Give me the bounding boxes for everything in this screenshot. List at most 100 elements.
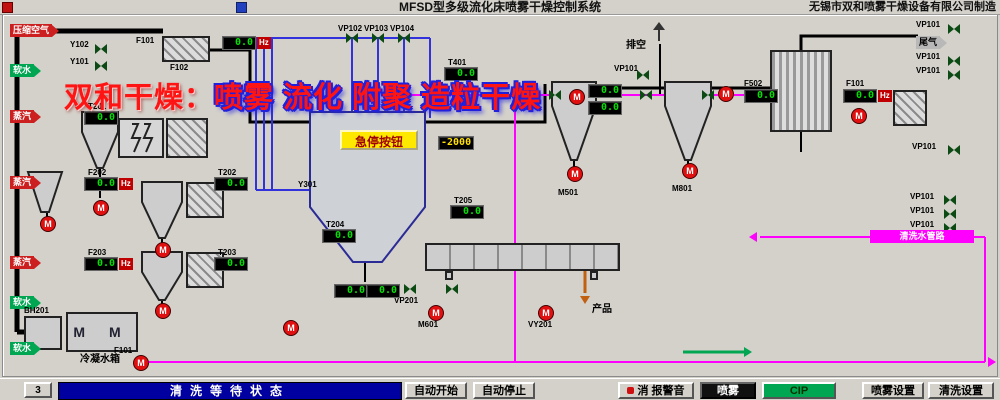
filter-1 <box>166 118 208 158</box>
tag-冷凝水箱: 冷凝水箱 <box>80 354 120 365</box>
pump[interactable]: M <box>428 305 444 321</box>
title-bar: MFSD型多级流化床喷雾干燥控制系统 无锡市双和喷雾干燥设备有限公司制造 <box>0 0 1000 15</box>
pipe <box>210 48 312 124</box>
feed-arrow-压缩空气: 压缩空气 <box>10 24 60 37</box>
view-icon <box>236 2 247 13</box>
valve-left-triangle <box>549 90 555 100</box>
valve[interactable] <box>346 33 358 43</box>
tag-Y301: Y301 <box>298 180 317 189</box>
tag-VP201: VP201 <box>394 296 419 305</box>
valve[interactable] <box>944 209 956 219</box>
valve[interactable] <box>398 33 410 43</box>
valve[interactable] <box>948 56 960 66</box>
valve-right-triangle <box>101 44 107 54</box>
tag-F102: F102 <box>170 63 189 72</box>
valve-right-triangle <box>950 195 956 205</box>
display-unit: Hz <box>257 37 271 49</box>
condensate-tank: M M <box>66 312 138 352</box>
feed-arrow-label: 蒸汽 <box>10 110 35 123</box>
tag-VP101: VP101 <box>916 20 941 29</box>
tag-VP101: VP101 <box>910 192 935 201</box>
tag-VP101: VP101 <box>916 66 941 75</box>
pump[interactable]: M <box>155 303 171 319</box>
valve[interactable] <box>372 33 384 43</box>
pump[interactable]: M <box>283 320 299 336</box>
tag-T401: T401 <box>448 58 467 67</box>
air-filter <box>162 36 210 62</box>
pump[interactable]: M <box>538 305 554 321</box>
tag-VP102: VP102 <box>338 24 363 33</box>
valve[interactable] <box>549 90 561 100</box>
emergency-stop-button[interactable]: 急停按钮 <box>340 130 418 150</box>
valve[interactable] <box>446 284 458 294</box>
cyclone-2 <box>141 181 183 239</box>
button-auto-stop[interactable]: 自动停止 <box>473 382 535 399</box>
flow-arrowhead <box>988 357 996 367</box>
valve[interactable] <box>948 70 960 80</box>
button-auto-start[interactable]: 自动开始 <box>405 382 467 399</box>
pump[interactable]: M <box>40 216 56 232</box>
value-display-T401: 0.0 <box>444 67 478 81</box>
fb-leg-2 <box>590 271 598 280</box>
valve-right-triangle <box>410 284 416 294</box>
valve[interactable] <box>637 70 649 80</box>
valve-right-triangle <box>954 56 960 66</box>
bag-filter <box>893 90 927 126</box>
valve[interactable] <box>948 145 960 155</box>
tag-Y102: Y102 <box>70 40 89 49</box>
pump[interactable]: M <box>718 86 734 102</box>
tag-BH201: BH201 <box>24 306 49 315</box>
pump[interactable]: M <box>567 166 583 182</box>
valve-right-triangle <box>950 209 956 219</box>
display-value: 0.0 <box>84 177 118 191</box>
mini-button[interactable]: 3 <box>24 382 52 398</box>
display-value: 0.0 <box>588 101 622 115</box>
tag-产品: 产品 <box>592 304 612 315</box>
arrow-right-icon <box>34 342 42 355</box>
pump[interactable]: M <box>569 89 585 105</box>
valve[interactable] <box>944 195 956 205</box>
button-clean-settings[interactable]: 清洗设置 <box>928 382 994 399</box>
pump[interactable]: M <box>155 242 171 258</box>
arrow-right-icon <box>52 24 60 37</box>
tag-VP103: VP103 <box>364 24 389 33</box>
button-spray[interactable]: 喷雾 <box>700 382 756 399</box>
valve[interactable] <box>948 24 960 34</box>
pump[interactable]: M <box>682 163 698 179</box>
valve[interactable] <box>702 90 714 100</box>
tag-T204: T204 <box>326 220 345 229</box>
tag-排空: 排空 <box>626 40 646 51</box>
value-display: 0.0 <box>588 84 622 98</box>
pump[interactable]: M <box>133 355 149 371</box>
display-value: 0.0 <box>744 89 778 103</box>
display-value: 0.0 <box>322 229 356 243</box>
valve[interactable] <box>944 223 956 233</box>
pump[interactable]: M <box>93 200 109 216</box>
valve[interactable] <box>640 90 652 100</box>
tag-VY201: VY201 <box>528 320 553 329</box>
pipe <box>425 84 547 124</box>
tag-F202: F202 <box>88 168 107 177</box>
display-value: 0.0 <box>214 257 248 271</box>
tag-T205: T205 <box>454 196 473 205</box>
valve[interactable] <box>95 44 107 54</box>
valve-right-triangle <box>708 90 714 100</box>
display-value: 0.0 <box>334 284 368 298</box>
feed-arrow-蒸汽: 蒸汽 <box>10 176 42 189</box>
button-cip[interactable]: CIP <box>762 382 836 399</box>
arrow-right-icon <box>34 64 42 77</box>
pump[interactable]: M <box>851 108 867 124</box>
tag-VP104: VP104 <box>390 24 415 33</box>
tag-VP101: VP101 <box>910 220 935 229</box>
value-display: -2000 <box>438 136 475 150</box>
valve[interactable] <box>95 61 107 71</box>
button-spray-settings[interactable]: 喷雾设置 <box>862 382 924 399</box>
valve[interactable] <box>404 284 416 294</box>
button-mute-alarm[interactable]: 消 报警音 <box>618 382 694 399</box>
value-display-T205: 0.0 <box>450 205 484 219</box>
feed-arrow-label: 尾气 <box>916 36 941 49</box>
valve-right-triangle <box>950 223 956 233</box>
